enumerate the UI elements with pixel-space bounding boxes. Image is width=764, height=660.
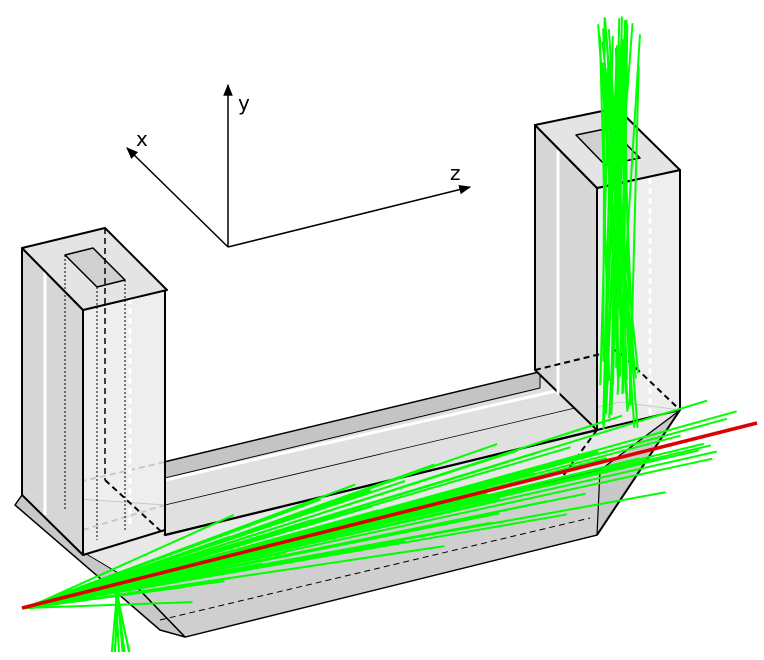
horizontal-ray — [26, 443, 498, 609]
horizontal-ray — [28, 414, 623, 609]
horizontal-ray — [25, 457, 713, 609]
vertical-ray — [597, 24, 630, 409]
ray-bundles — [21, 16, 737, 653]
horizontal-bar — [21, 371, 601, 537]
horizontal-ray — [26, 514, 235, 609]
horizontal-ray — [31, 458, 651, 609]
vertical-ray — [610, 18, 621, 395]
lower-left-ray — [115, 589, 126, 653]
vertical-ray — [615, 20, 627, 368]
vertical-ray — [628, 66, 640, 405]
y-axis-label: y — [238, 91, 250, 115]
vertical-ray — [598, 36, 611, 381]
vertical-ray — [616, 34, 641, 395]
vertical-ray — [605, 23, 634, 361]
red-beam-line — [21, 421, 758, 610]
z-axis-arrow — [227, 184, 472, 248]
left-pillar — [21, 227, 168, 556]
horizontal-ray — [28, 545, 445, 609]
z-axis-label: z — [450, 161, 461, 185]
x-axis-arrow — [126, 147, 229, 248]
x-axis-label: x — [136, 127, 148, 151]
coordinate-axes — [126, 83, 472, 248]
horizontal-ray — [28, 552, 297, 609]
vertical-ray — [602, 41, 625, 430]
lower-left-ray — [110, 589, 119, 653]
horizontal-ray — [25, 601, 193, 609]
